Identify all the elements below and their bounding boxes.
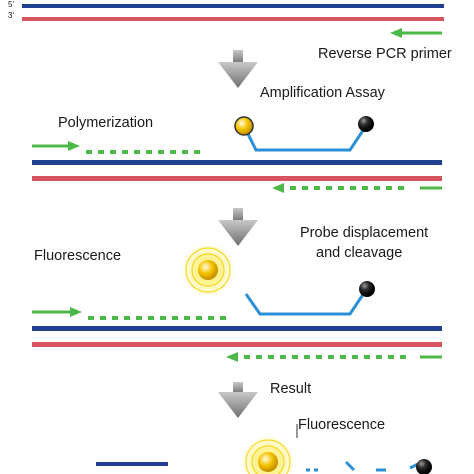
template-strand-blue: [32, 326, 442, 331]
quencher: [359, 281, 375, 297]
probe-displacement-label-line1: Probe displacement: [300, 225, 429, 241]
down-arrow-1: [218, 50, 258, 88]
template-strand-red: [32, 342, 442, 347]
down-arrow-3: [218, 382, 258, 418]
amplification-assay-label: Amplification Assay: [260, 85, 385, 101]
fluorescence-glow-1: [180, 242, 236, 298]
reverse-primer-extension: [226, 352, 442, 362]
template-strand-blue: [96, 462, 168, 466]
template-strand-red: [22, 17, 444, 21]
reporter-dye: [234, 116, 254, 136]
reverse-primer-label: Reverse PCR primer: [318, 46, 452, 62]
result-label: Result: [270, 381, 312, 397]
stage-2: [32, 116, 442, 193]
cleaved-probe-fragments: [306, 459, 432, 474]
three-prime-mark: 3': [8, 11, 14, 20]
forward-primer-extension: [32, 141, 200, 154]
down-arrow-2: [218, 208, 258, 246]
polymerization-label: Polymerization: [58, 115, 154, 131]
forward-primer-extension: [32, 307, 232, 320]
reverse-primer-extension: [272, 183, 442, 193]
fluorescence-label-1: Fluorescence: [34, 248, 122, 264]
stage-3: [32, 242, 442, 362]
template-strand-red: [32, 176, 442, 181]
fluorescence-label-2: Fluorescence: [298, 417, 386, 433]
quencher: [416, 459, 432, 474]
five-prime-mark: 5': [8, 0, 14, 9]
reverse-primer: [390, 28, 442, 38]
template-strand-blue: [32, 160, 442, 165]
fluorescence-glow-2: [240, 434, 296, 474]
stage-1-template: [22, 4, 444, 38]
probe-displacement-label-line2: and cleavage: [316, 245, 403, 261]
template-strand-blue: [22, 4, 444, 8]
quencher: [358, 116, 374, 132]
probe-2: [244, 281, 375, 316]
probe-1: [234, 116, 374, 152]
stage-4: [96, 424, 432, 474]
